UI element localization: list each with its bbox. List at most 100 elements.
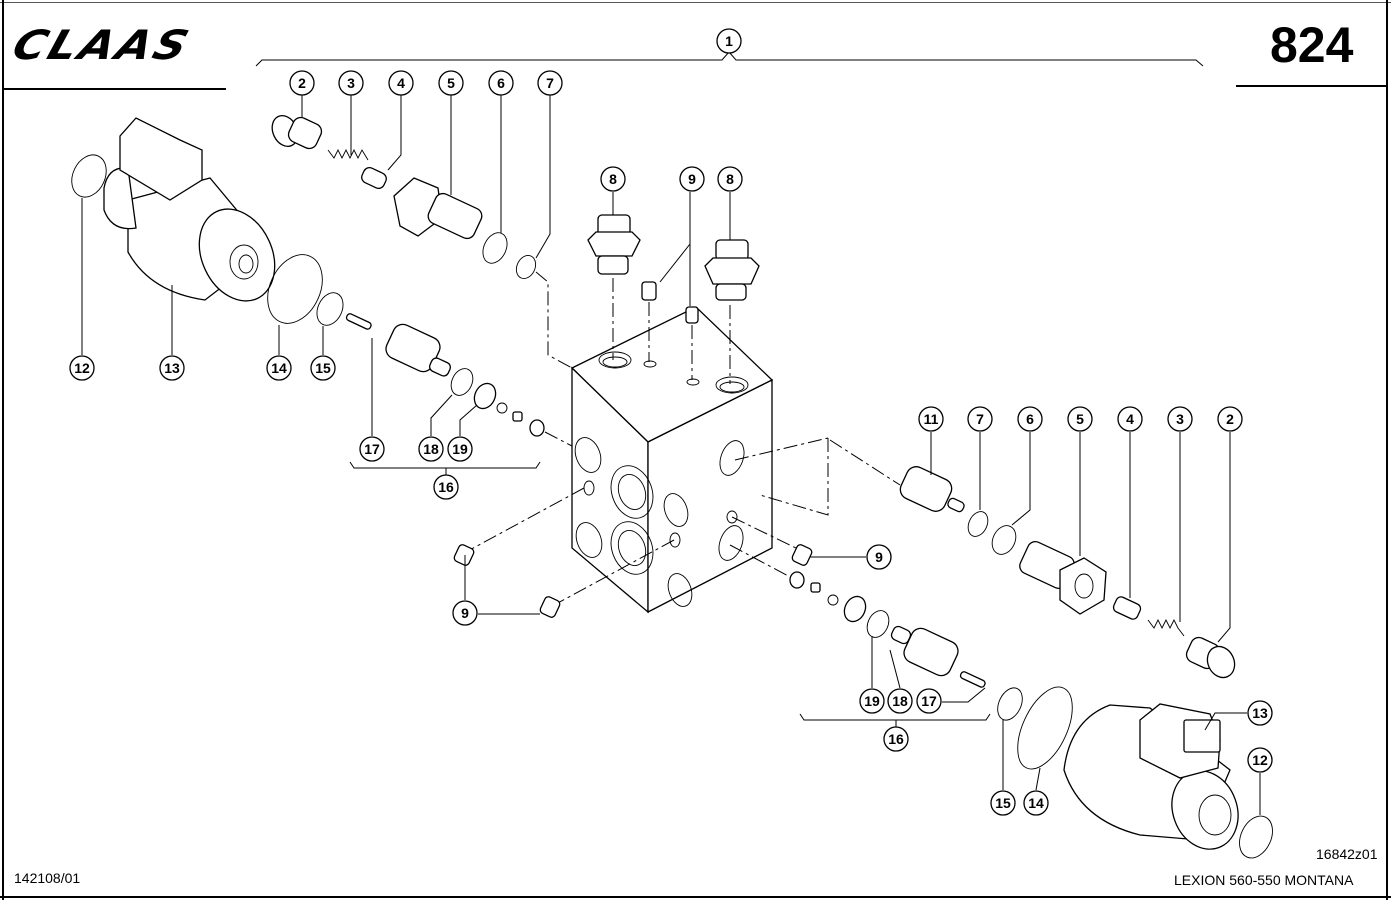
callout-6-upper: 6 <box>488 70 514 96</box>
callout-7-right: 7 <box>967 406 993 432</box>
cartridge-11-right <box>899 466 965 513</box>
o-ring-12-right <box>1239 815 1273 859</box>
plug-9-top-a <box>641 281 657 301</box>
svg-text:6: 6 <box>497 75 505 91</box>
svg-text:19: 19 <box>864 693 880 709</box>
o-ring-12-left <box>71 154 107 198</box>
o-ring-7-upper <box>515 255 537 279</box>
callout-11-right: 11 <box>918 406 944 432</box>
page-code: 142108/01 <box>14 870 81 886</box>
o-ring-15-right <box>997 687 1023 721</box>
callout-4-right: 4 <box>1117 406 1143 432</box>
frame-bottom-border <box>0 896 1391 898</box>
callout-5-right: 5 <box>1067 406 1093 432</box>
plug-2-upper <box>271 114 323 150</box>
callout-5-upper: 5 <box>438 70 464 96</box>
svg-text:15: 15 <box>315 360 331 376</box>
page-number-underline <box>1236 85 1386 87</box>
svg-text:11: 11 <box>924 411 939 427</box>
callout-9-left: 9 <box>452 600 478 626</box>
valve-body-5-right <box>1019 541 1107 615</box>
fitting-8-right <box>704 239 760 384</box>
seat-left <box>529 419 545 437</box>
seat-right <box>789 571 805 589</box>
svg-text:18: 18 <box>423 441 439 457</box>
callout-19-left: 19 <box>447 436 473 462</box>
o-ring-6-right <box>991 525 1017 555</box>
bracket-16-right <box>799 713 991 728</box>
plug-9-top-b <box>685 306 699 324</box>
callout-18-right: 18 <box>887 688 913 714</box>
svg-text:12: 12 <box>74 360 90 376</box>
svg-text:8: 8 <box>609 171 617 187</box>
bracket-16-left <box>349 461 541 476</box>
callout-17-left: 17 <box>359 436 385 462</box>
pin-17-right <box>959 671 986 688</box>
spring-3-right <box>1147 618 1185 637</box>
callout-9-right: 9 <box>866 544 892 570</box>
fitting-8-left <box>587 214 641 360</box>
svg-text:4: 4 <box>1126 411 1134 427</box>
solenoid-coil-right <box>1063 703 1239 850</box>
solenoid-coil-left <box>103 117 276 302</box>
valve-block <box>570 306 774 614</box>
callout-15-right: 15 <box>990 790 1016 816</box>
logo-underline <box>4 88 226 90</box>
svg-text:19: 19 <box>452 441 468 457</box>
callout-17-right: 17 <box>916 688 942 714</box>
callout-4-upper: 4 <box>388 70 414 96</box>
spring-small-left <box>512 411 523 422</box>
callout-19-right: 19 <box>859 688 885 714</box>
poppet-4-upper <box>361 167 387 189</box>
svg-text:9: 9 <box>688 171 696 187</box>
svg-text:5: 5 <box>1076 411 1084 427</box>
svg-text:4: 4 <box>397 75 405 91</box>
callout-3-right: 3 <box>1167 406 1193 432</box>
frame-top-border <box>0 2 1391 3</box>
callout-2-upper: 2 <box>289 70 315 96</box>
ball-right <box>827 594 839 606</box>
poppet-4-right <box>1112 596 1142 620</box>
ball-left <box>496 402 508 414</box>
svg-text:3: 3 <box>1176 411 1184 427</box>
callout-9-top: 9 <box>679 166 705 192</box>
frame-left-border <box>2 0 4 900</box>
svg-text:8: 8 <box>726 171 734 187</box>
o-ring-18-right <box>866 610 890 638</box>
svg-text:2: 2 <box>1226 411 1234 427</box>
callout-13-right: 13 <box>1247 700 1273 726</box>
o-ring-6-upper <box>482 232 508 264</box>
washer-19-left <box>473 382 497 410</box>
svg-text:14: 14 <box>271 360 287 376</box>
callout-7-upper: 7 <box>537 70 563 96</box>
callout-1: 1 <box>716 28 742 54</box>
leader-lines <box>81 95 1261 815</box>
o-ring-7-right <box>967 511 989 537</box>
callout-8-left: 8 <box>600 166 626 192</box>
svg-text:6: 6 <box>1026 411 1034 427</box>
callout-12-right: 12 <box>1247 747 1273 773</box>
svg-text:1: 1 <box>725 33 733 49</box>
svg-text:12: 12 <box>1252 752 1268 768</box>
o-ring-15-left <box>316 292 344 326</box>
svg-text:3: 3 <box>347 75 355 91</box>
assembly-bracket-1 <box>255 51 1204 67</box>
plug-9-left-b <box>539 596 561 618</box>
svg-text:15: 15 <box>995 795 1011 811</box>
callout-2-right: 2 <box>1217 406 1243 432</box>
plug-9-left-a <box>453 544 475 566</box>
callout-15-left: 15 <box>310 355 336 381</box>
svg-text:7: 7 <box>546 75 554 91</box>
svg-text:16: 16 <box>888 731 904 747</box>
svg-text:13: 13 <box>1252 705 1268 721</box>
o-ring-14-right <box>1017 686 1073 770</box>
svg-text:5: 5 <box>447 75 455 91</box>
svg-text:9: 9 <box>875 549 883 565</box>
callout-6-right: 6 <box>1017 406 1043 432</box>
spring-small-right <box>810 582 821 593</box>
callout-14-left: 14 <box>266 355 292 381</box>
svg-text:13: 13 <box>164 360 180 376</box>
callout-16-right: 16 <box>883 726 909 752</box>
pin-17-left <box>345 313 372 330</box>
